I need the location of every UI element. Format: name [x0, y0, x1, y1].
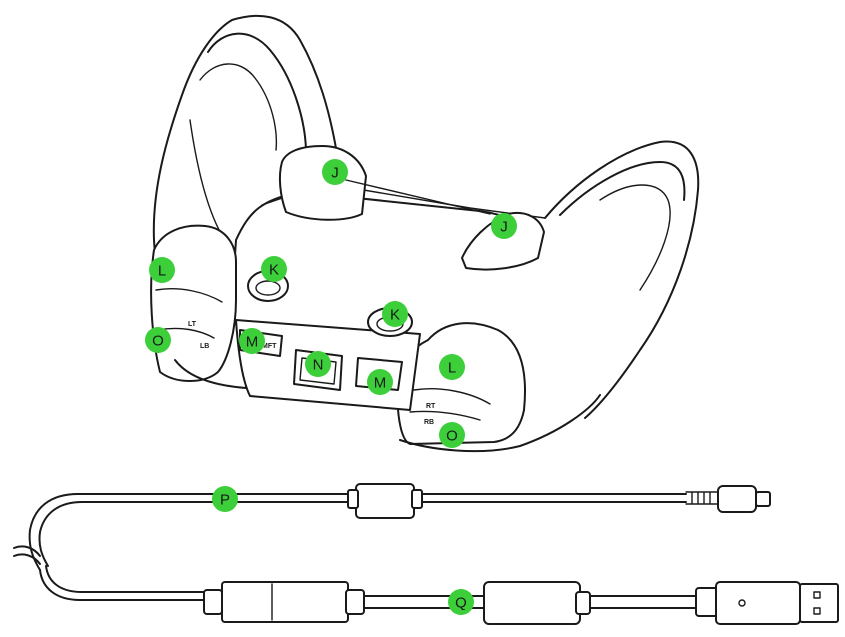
callout-letter: L: [158, 263, 166, 280]
right-shoulder-detail: [409, 388, 491, 421]
callout-o1: O: [145, 327, 171, 353]
rb-text: RB: [424, 419, 434, 426]
callout-dot: [145, 327, 171, 353]
callout-letter: O: [446, 428, 458, 445]
usb-a-housing: [715, 581, 801, 625]
left-lower-body: [174, 359, 247, 389]
cable-illustration: [13, 483, 839, 625]
callout-j-leader: [345, 179, 491, 215]
usb-a-strain-relief: [695, 587, 719, 617]
cable-lower: [39, 565, 205, 601]
left-shoulder: [150, 224, 237, 382]
callout-k2: K: [382, 301, 408, 327]
lt-text: LT: [188, 321, 197, 328]
callout-j1: J: [322, 159, 348, 185]
callout-dot: [212, 486, 238, 512]
callout-o2: O: [439, 422, 465, 448]
ferrite-p-cap-l: [347, 489, 359, 509]
callout-dot: [239, 328, 265, 354]
thumb-tab-left-inner: [255, 280, 281, 296]
callout-dot: [305, 351, 331, 377]
inline-connector: [221, 581, 349, 623]
cable-lower-right: [589, 595, 697, 609]
cable-crossing: [13, 545, 41, 565]
callout-dot: [448, 589, 474, 615]
inline-connector-cap-l: [203, 589, 223, 615]
ferrite-p-cap-r: [411, 489, 423, 509]
paddle-left: [278, 145, 367, 221]
callout-dot: [382, 301, 408, 327]
usb-a-hole-1: [813, 591, 821, 599]
callout-n1: N: [305, 351, 331, 377]
mft-left-text: MFT: [262, 343, 277, 350]
callout-l2: L: [439, 354, 465, 380]
callout-l1: L: [149, 257, 175, 283]
inline-connector-cap-r: [345, 589, 365, 615]
callout-letter: K: [269, 262, 279, 279]
callout-m2: M: [367, 369, 393, 395]
rt-text: RT: [426, 403, 436, 410]
callout-letter: P: [220, 492, 230, 509]
right-lower-body: [399, 394, 601, 453]
ferrite-q-cap: [575, 591, 591, 615]
callout-dot: [367, 369, 393, 395]
cable-upper-inner: [38, 501, 357, 567]
controller-illustration: MFT LT LB RT RB: [150, 14, 700, 453]
left-grip-inner: [189, 63, 278, 251]
callout-p1: P: [212, 486, 238, 512]
callout-letter: L: [448, 360, 456, 377]
callout-dot: [491, 213, 517, 239]
callout-letter: O: [152, 333, 164, 350]
callout-letter: M: [246, 334, 259, 351]
ferrite-q: [483, 581, 581, 625]
right-grip: [544, 140, 700, 419]
callout-letter: Q: [455, 595, 467, 612]
callout-m1: M: [239, 328, 265, 354]
callout-dot: [322, 159, 348, 185]
callout-dot: [149, 257, 175, 283]
micro-usb-housing: [717, 485, 757, 513]
callout-dot: [439, 422, 465, 448]
cable-upper-right: [413, 493, 687, 503]
micro-usb-strain-relief: [685, 491, 719, 505]
usb-a-plug: [799, 583, 839, 623]
callout-letter: N: [313, 357, 324, 374]
lb-text: LB: [200, 343, 209, 350]
cable-upper: [28, 493, 357, 571]
usb-a-logo-dot: [738, 599, 746, 607]
callout-q1: Q: [448, 589, 474, 615]
callout-labels: J J K K L L M M N O O P Q: [145, 159, 517, 615]
right-grip-inner: [599, 184, 671, 291]
callout-letter: J: [500, 219, 508, 236]
callout-dot: [439, 354, 465, 380]
callout-letter: J: [331, 165, 339, 182]
callout-letter: M: [374, 375, 387, 392]
callout-letter: K: [390, 307, 400, 324]
paddle-right: [461, 212, 545, 271]
usb-a-hole-2: [813, 607, 821, 615]
callout-dot: [261, 256, 287, 282]
micro-usb-tip: [755, 491, 771, 507]
ferrite-p: [355, 483, 415, 519]
callout-j2: J: [491, 213, 517, 239]
callout-k1: K: [261, 256, 287, 282]
